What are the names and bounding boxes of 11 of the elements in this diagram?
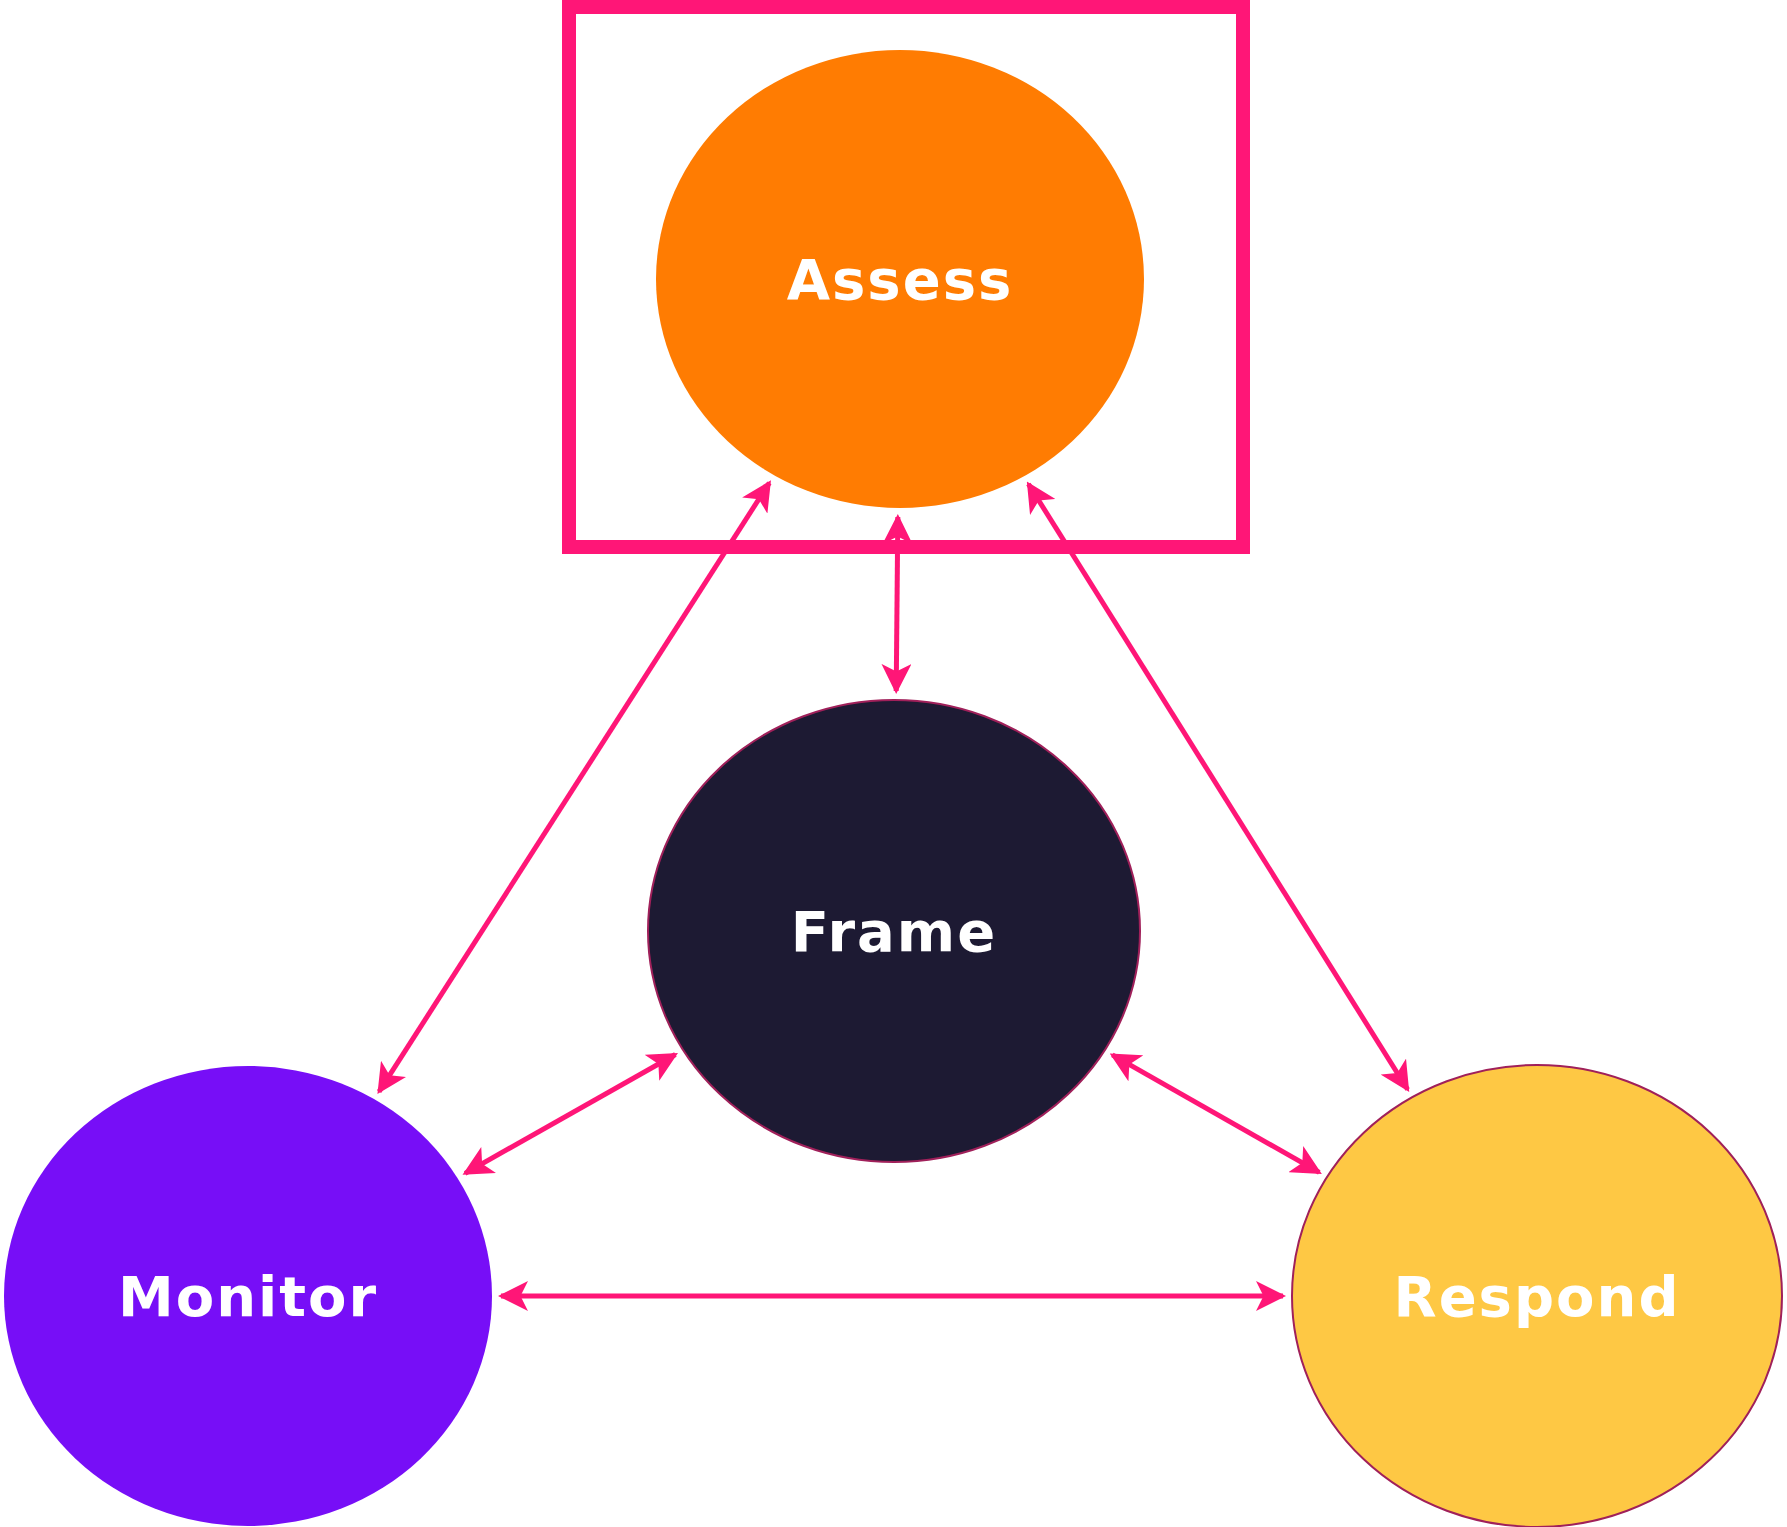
- double-arrow: [1026, 481, 1410, 1092]
- double-arrow: [1109, 1052, 1322, 1175]
- node-label: Respond: [1392, 1263, 1682, 1329]
- double-arrow: [462, 1052, 678, 1176]
- node-label: Assess: [785, 246, 1015, 312]
- double-arrow: [498, 1281, 1286, 1311]
- node-label: Frame: [789, 898, 999, 964]
- frame-box: [562, 0, 1250, 554]
- double-arrow: [376, 480, 772, 1095]
- node-label: Monitor: [116, 1263, 380, 1329]
- double-arrow: [881, 514, 913, 694]
